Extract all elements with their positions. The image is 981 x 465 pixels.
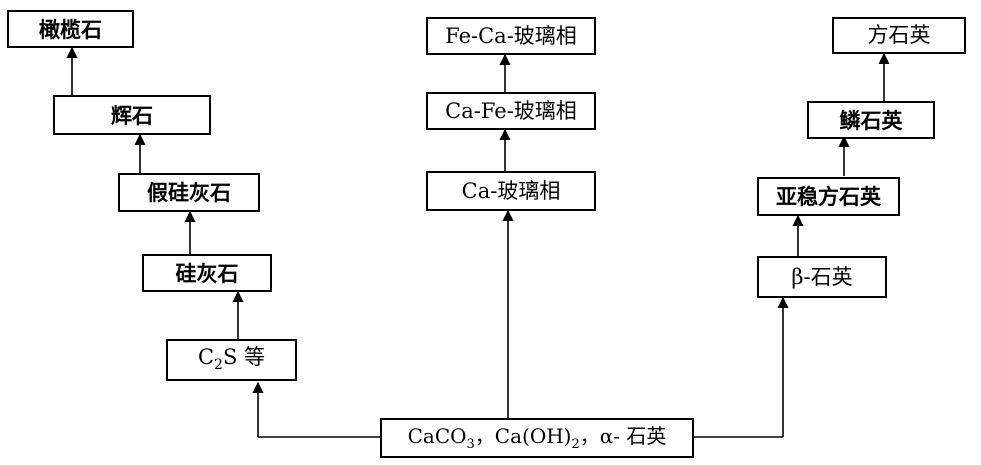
node-pyroxene: 辉石	[53, 95, 211, 135]
node-ca-glass: Ca-玻璃相	[426, 171, 596, 211]
label-c2s-prefix: C	[197, 345, 215, 370]
label-source-caoh: ，Ca(OH)	[474, 423, 572, 448]
label-ca-fe-glass: Ca-Fe-玻璃相	[445, 98, 577, 123]
label-olivine: 橄榄石	[39, 16, 102, 42]
node-source: CaCO3，Ca(OH)2，α- 石英	[380, 418, 694, 458]
label-c2s-subscript: 2	[214, 357, 223, 374]
label-pyroxene: 辉石	[111, 102, 153, 128]
label-wollastonite: 硅灰石	[175, 260, 239, 286]
node-c2s: C2S 等	[166, 339, 297, 381]
label-source-oh-subscript: 2	[571, 436, 580, 452]
label-source-caco-subscript: 3	[466, 436, 475, 452]
label-ca-glass: Ca-玻璃相	[461, 178, 561, 203]
node-ca-fe-glass: Ca-Fe-玻璃相	[426, 92, 596, 130]
label-fe-ca-glass: Fe-Ca-玻璃相	[445, 23, 577, 48]
node-beta-quartz: β-石英	[757, 256, 887, 298]
node-olivine: 橄榄石	[7, 10, 134, 48]
node-pseudowollastonite: 假硅灰石	[118, 173, 260, 212]
node-fe-ca-glass: Fe-Ca-玻璃相	[426, 17, 596, 55]
label-source-quartz: ，α- 石英	[579, 423, 667, 448]
node-tridymite: 鳞石英	[807, 101, 935, 139]
label-beta-quartz: β-石英	[791, 264, 853, 289]
label-pseudowollastonite: 假硅灰石	[147, 180, 231, 205]
label-metastable-cristobalite: 亚稳方石英	[776, 184, 881, 209]
label-source: CaCO3，Ca(OH)2，α- 石英	[408, 426, 667, 451]
label-c2s-suffix: S 等	[222, 345, 266, 370]
node-cristobalite: 方石英	[832, 17, 966, 54]
label-c2s: C2S 等	[197, 345, 266, 374]
label-cristobalite: 方石英	[867, 23, 931, 47]
label-source-caco: CaCO	[407, 423, 467, 448]
node-metastable-cristobalite: 亚稳方石英	[757, 177, 900, 216]
label-tridymite: 鳞石英	[839, 107, 903, 133]
node-wollastonite: 硅灰石	[142, 254, 272, 292]
